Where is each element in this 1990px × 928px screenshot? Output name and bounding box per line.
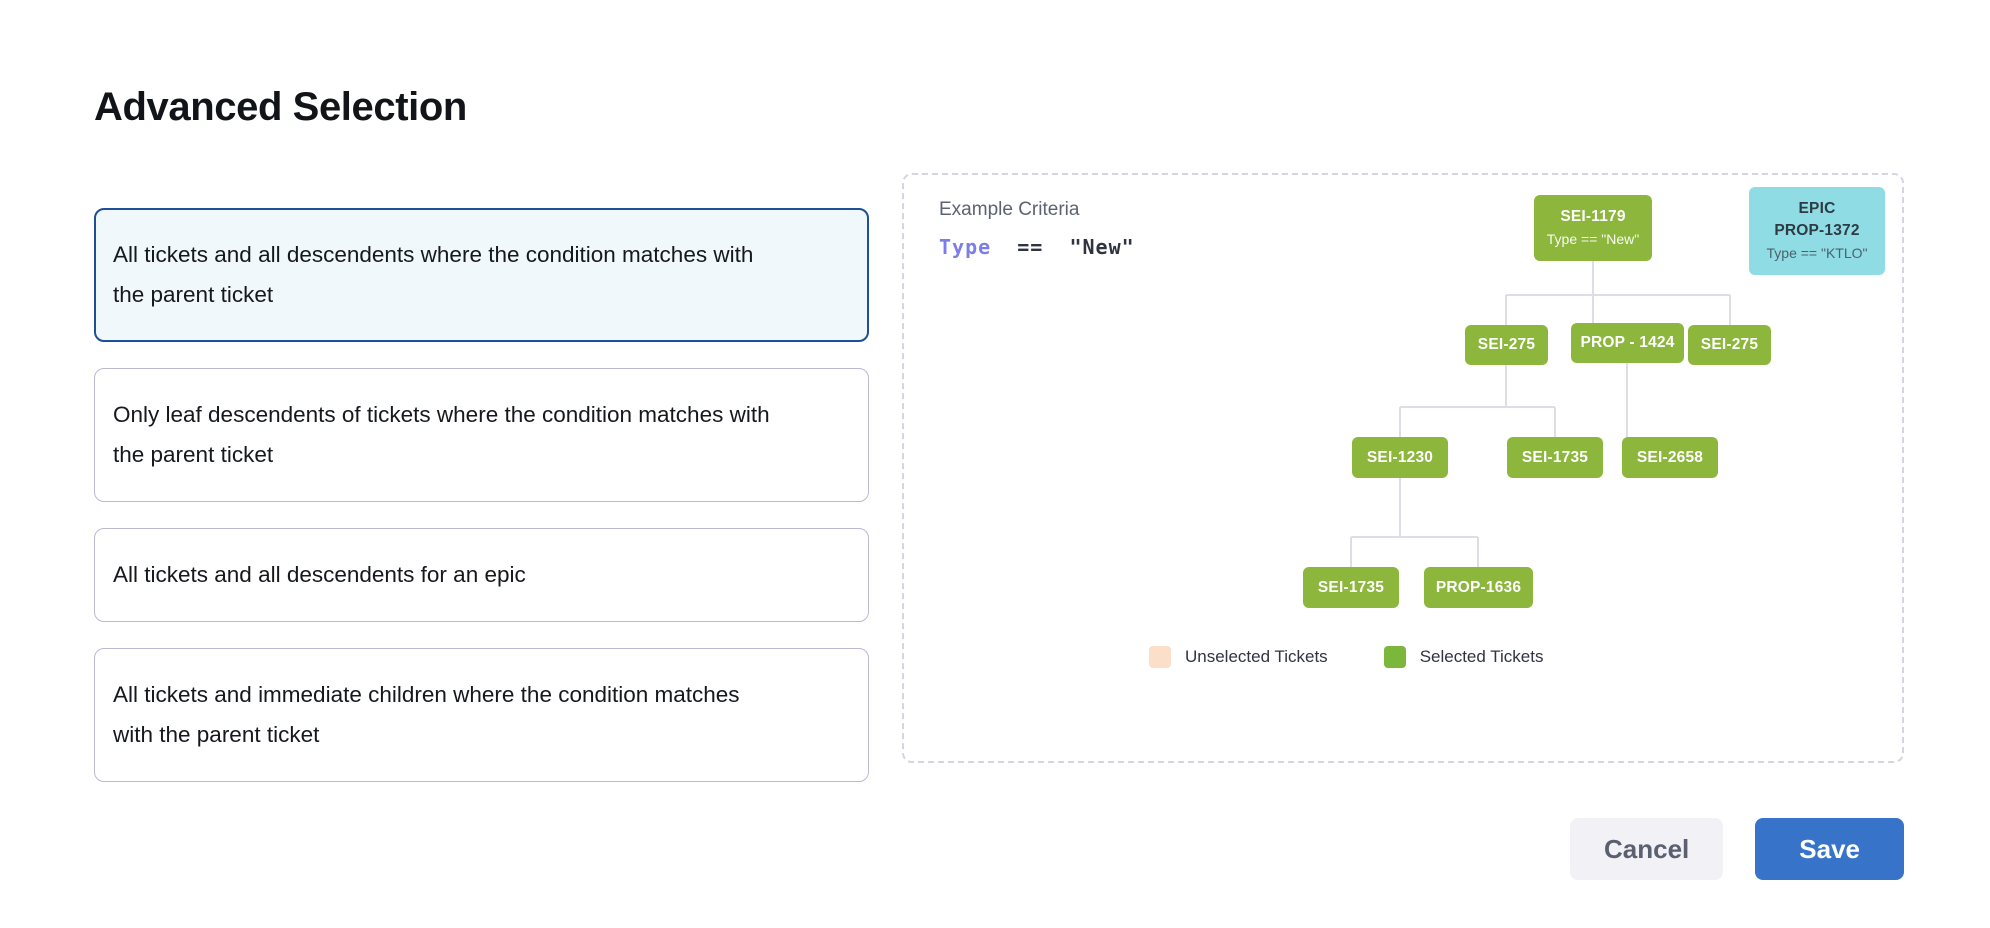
node-id-label: PROP-1372 <box>1774 222 1860 239</box>
criteria-label: Example Criteria <box>939 199 1080 220</box>
example-diagram-panel: Example Criteria Type == "New" <box>902 173 1904 763</box>
legend-item-unselected: Unselected Tickets <box>1149 646 1328 668</box>
option-card-immediate-children-condition[interactable]: All tickets and immediate children where… <box>94 648 869 782</box>
tree-node-sei-1179[interactable]: SEI-1179 Type == "New" <box>1534 195 1652 261</box>
node-id-label: SEI-2658 <box>1636 448 1704 466</box>
tree-node-sei-1735-a[interactable]: SEI-1735 <box>1507 437 1603 478</box>
node-id-label: PROP-1636 <box>1435 578 1522 596</box>
node-id-label: SEI-1230 <box>1366 448 1434 466</box>
legend-swatch-selected-icon <box>1383 646 1406 668</box>
ticket-tree: SEI-1179 Type == "New" EPIC PROP-1372 Ty… <box>904 175 1906 765</box>
tree-node-sei-1735-b[interactable]: SEI-1735 <box>1303 567 1399 608</box>
option-card-all-descendents-condition[interactable]: All tickets and all descendents where th… <box>94 208 869 342</box>
option-label: All tickets and all descendents for an e… <box>113 562 526 587</box>
tree-connectors <box>1350 261 1731 567</box>
tree-legend: Unselected Tickets Selected Tickets <box>1149 646 1543 668</box>
node-id-label: PROP - 1424 <box>1580 334 1675 351</box>
node-id-label: SEI-275 <box>1700 336 1759 353</box>
page-title: Advanced Selection <box>94 84 467 129</box>
node-condition-label: Type == "KTLO" <box>1766 245 1868 261</box>
node-id-label: SEI-1735 <box>1521 448 1589 466</box>
tree-node-sei-1230[interactable]: SEI-1230 <box>1352 437 1448 478</box>
option-label: All tickets and immediate children where… <box>113 682 740 747</box>
legend-swatch-unselected-icon <box>1149 646 1171 668</box>
node-id-label: SEI-1179 <box>1560 208 1626 225</box>
legend-item-selected: Selected Tickets <box>1383 646 1544 668</box>
criteria-expression: Type == "New" <box>939 235 1135 259</box>
legend-label-selected: Selected Tickets <box>1419 647 1544 666</box>
criteria-operator: == <box>1017 235 1044 259</box>
tree-node-sei-275-a[interactable]: SEI-275 <box>1465 325 1548 365</box>
node-type-label: EPIC <box>1798 200 1836 217</box>
tree-node-sei-275-b[interactable]: SEI-275 <box>1688 325 1771 365</box>
node-condition-label: Type == "New" <box>1546 231 1640 247</box>
tree-node-sei-2658[interactable]: SEI-2658 <box>1622 437 1718 478</box>
node-id-label: SEI-1735 <box>1317 578 1385 596</box>
selection-option-list: All tickets and all descendents where th… <box>94 208 869 808</box>
tree-node-prop-1424[interactable]: PROP - 1424 <box>1571 323 1684 363</box>
option-card-all-descendents-epic[interactable]: All tickets and all descendents for an e… <box>94 528 869 622</box>
option-label: All tickets and all descendents where th… <box>113 242 754 307</box>
cancel-button[interactable]: Cancel <box>1570 818 1724 880</box>
option-card-leaf-descendents-condition[interactable]: Only leaf descendents of tickets where t… <box>94 368 869 502</box>
tree-node-epic-prop-1372[interactable]: EPIC PROP-1372 Type == "KTLO" <box>1749 187 1885 275</box>
criteria-value: "New" <box>1069 235 1135 259</box>
dialog-footer: Cancel Save <box>1570 818 1904 880</box>
criteria-field: Type <box>939 235 992 259</box>
node-id-label: SEI-275 <box>1477 336 1536 353</box>
tree-node-prop-1636[interactable]: PROP-1636 <box>1424 567 1533 608</box>
legend-label-unselected: Unselected Tickets <box>1185 647 1328 666</box>
option-label: Only leaf descendents of tickets where t… <box>113 402 770 467</box>
save-button[interactable]: Save <box>1755 818 1904 880</box>
